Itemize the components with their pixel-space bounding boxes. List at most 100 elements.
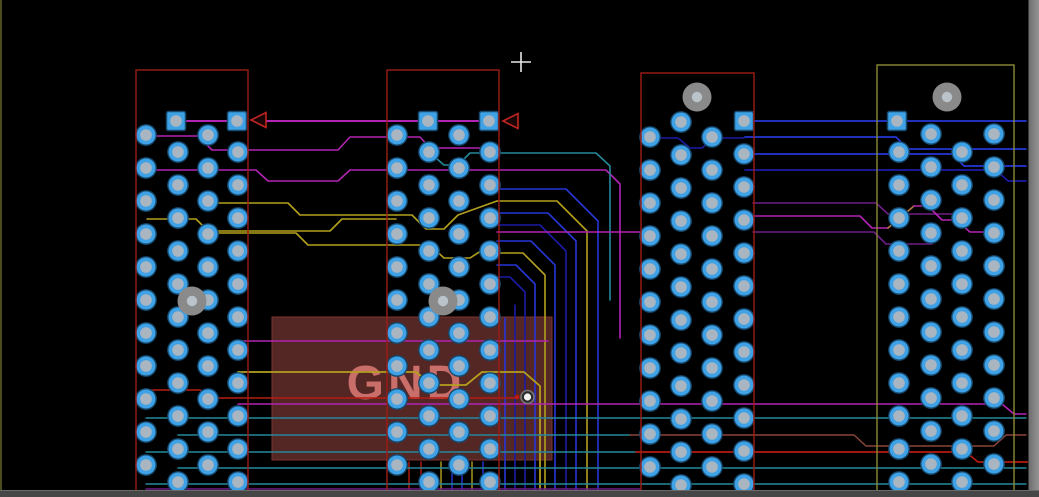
pad-hole: [893, 410, 905, 422]
pad-hole: [925, 227, 937, 239]
trace-yellow[interactable]: [395, 200, 498, 230]
pad-hole: [453, 261, 465, 273]
trace-blue[interactable]: [496, 212, 577, 492]
pad-hole: [484, 344, 496, 356]
pad-hole: [140, 360, 152, 372]
pad-hole: [893, 179, 905, 191]
pad-hole: [172, 377, 184, 389]
pad-hole: [232, 344, 244, 356]
pad-hole: [644, 197, 656, 209]
pad-hole: [925, 392, 937, 404]
trace-yellow[interactable]: [207, 232, 397, 246]
pad-hole: [391, 360, 403, 372]
pad-hole: [232, 377, 244, 389]
pad-hole: [232, 476, 244, 488]
pad-hole: [140, 228, 152, 240]
pad-hole: [391, 261, 403, 273]
pad-hole: [140, 195, 152, 207]
trace-red[interactable]: [635, 451, 1039, 463]
pad-hole: [391, 228, 403, 240]
trace-navy[interactable]: [496, 224, 567, 492]
trace-brown[interactable]: [629, 434, 1027, 447]
pad-hole: [988, 326, 1000, 338]
pad-hole: [925, 458, 937, 470]
pad-hole: [956, 476, 968, 488]
pad-hole: [202, 393, 214, 405]
trace-magenta[interactable]: [237, 403, 1027, 415]
pad-hole: [172, 212, 184, 224]
pad-hole: [484, 179, 496, 191]
pad-hole: [738, 445, 750, 457]
trace-purple[interactable]: [752, 202, 963, 215]
pad-hole: [988, 161, 1000, 173]
pad-hole: [675, 446, 687, 458]
pad-hole: [391, 426, 403, 438]
pad-hole: [706, 296, 718, 308]
pad-hole: [423, 344, 435, 356]
pad-hole: [675, 479, 687, 491]
pad-hole: [706, 263, 718, 275]
trace-blue[interactable]: [744, 136, 1027, 150]
pad-hole: [956, 311, 968, 323]
square-pad-hole: [483, 115, 495, 127]
pad-hole: [453, 393, 465, 405]
pad-hole: [706, 131, 718, 143]
pad-hole: [202, 360, 214, 372]
pad-hole: [644, 230, 656, 242]
pad-hole: [956, 377, 968, 389]
trace-junction-dot: [514, 394, 520, 400]
pad-hole: [706, 461, 718, 473]
pad-hole: [423, 245, 435, 257]
trace-yellow[interactable]: [496, 252, 546, 492]
pad-hole: [893, 311, 905, 323]
pad-hole: [956, 146, 968, 158]
trace-teal[interactable]: [429, 152, 611, 301]
trace-blue[interactable]: [496, 188, 599, 492]
ratsnest-arrow-icon: [249, 111, 267, 129]
trace-magenta[interactable]: [744, 215, 889, 229]
pad-hole: [738, 313, 750, 325]
trace-blue[interactable]: [496, 264, 536, 492]
trace-purple[interactable]: [752, 231, 933, 245]
pad-hole: [925, 425, 937, 437]
mounting-hole-center: [186, 295, 198, 307]
scrollbar-horizontal[interactable]: [0, 490, 1039, 497]
pad-hole: [925, 326, 937, 338]
trace-blue[interactable]: [496, 240, 556, 492]
pad-hole: [738, 478, 750, 490]
pad-hole: [202, 426, 214, 438]
pad-hole: [893, 443, 905, 455]
pad-hole: [644, 164, 656, 176]
trace-navy[interactable]: [744, 169, 1027, 182]
pad-hole: [706, 428, 718, 440]
pad-hole: [738, 181, 750, 193]
trace-magenta[interactable]: [146, 169, 621, 339]
square-pad-hole: [170, 115, 182, 127]
trace-navy[interactable]: [649, 137, 745, 149]
pad-hole: [644, 395, 656, 407]
trace-yellow[interactable]: [496, 200, 588, 492]
scrollbar-vertical[interactable]: [1028, 0, 1039, 491]
pad-hole: [738, 247, 750, 259]
ratsnest-arrow-icon: [501, 112, 519, 130]
pad-hole: [956, 179, 968, 191]
pad-hole: [925, 359, 937, 371]
pad-hole: [172, 443, 184, 455]
pad-hole: [893, 377, 905, 389]
pad-hole: [738, 346, 750, 358]
pad-hole: [391, 393, 403, 405]
pad-hole: [738, 148, 750, 160]
pad-hole: [956, 245, 968, 257]
pad-hole: [893, 344, 905, 356]
footprint-outline-layer[interactable]: [135, 64, 1015, 492]
pad-layer[interactable]: [135, 82, 1005, 496]
pad-hole: [202, 228, 214, 240]
via-center: [523, 393, 532, 401]
pad-hole: [172, 179, 184, 191]
pad-hole: [140, 294, 152, 306]
trace-yellow[interactable]: [237, 371, 541, 492]
pad-hole: [423, 476, 435, 488]
pad-hole: [988, 194, 1000, 206]
pad-hole: [675, 413, 687, 425]
